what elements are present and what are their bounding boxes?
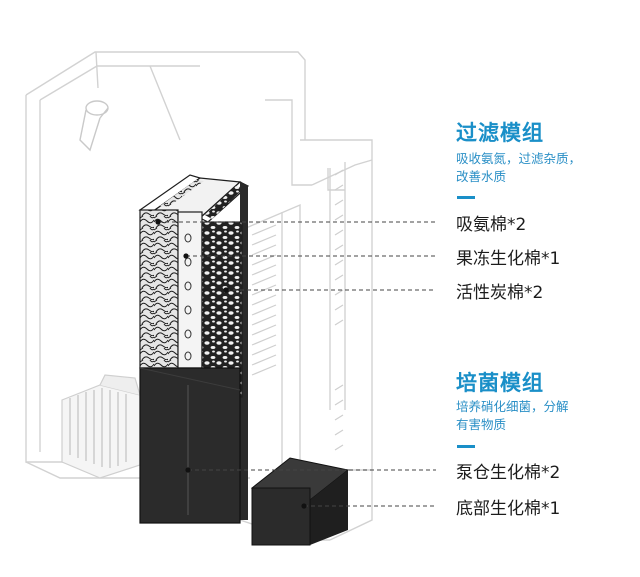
pump-unit [61,374,141,479]
callout-dots [155,219,307,509]
bacteria-module-description-line1: 培养硝化细菌，分解 [456,399,569,414]
filter-module-description: 吸收氨氮，过滤杂质， 改善水质 [456,150,631,186]
callout-label-ammonia-sponge: 吸氨棉*2 [456,215,527,235]
filter-module-description-line2: 改善水质 [456,169,507,184]
bacteria-module-description: 培养硝化细菌，分解 有害物质 [456,398,631,434]
callout-label-activated-carbon-sponge: 活性炭棉*2 [456,283,544,303]
vent-slots [251,169,344,451]
callout-label-bottom-bio-sponge: 底部生化棉*1 [456,499,561,519]
bacteria-module-accent-bar [457,445,475,448]
bacteria-module-title: 培菌模组 [456,371,544,395]
housing-outline [25,51,373,541]
filter-module-description-line1: 吸收氨氮，过滤杂质， [456,151,582,166]
callout-leaders [158,221,436,507]
filter-module-title: 过滤模组 [456,121,544,145]
callout-label-jelly-bio-sponge: 果冻生化棉*1 [456,249,561,269]
filter-module-block [138,174,250,524]
bottom-bio-sponge-block [250,457,350,546]
inlet-pipe [79,100,109,152]
bacteria-module-description-line2: 有害物质 [456,417,507,432]
callout-label-pump-chamber-bio-sponge: 泵仓生化棉*2 [456,463,561,483]
filter-module-accent-bar [457,196,475,199]
